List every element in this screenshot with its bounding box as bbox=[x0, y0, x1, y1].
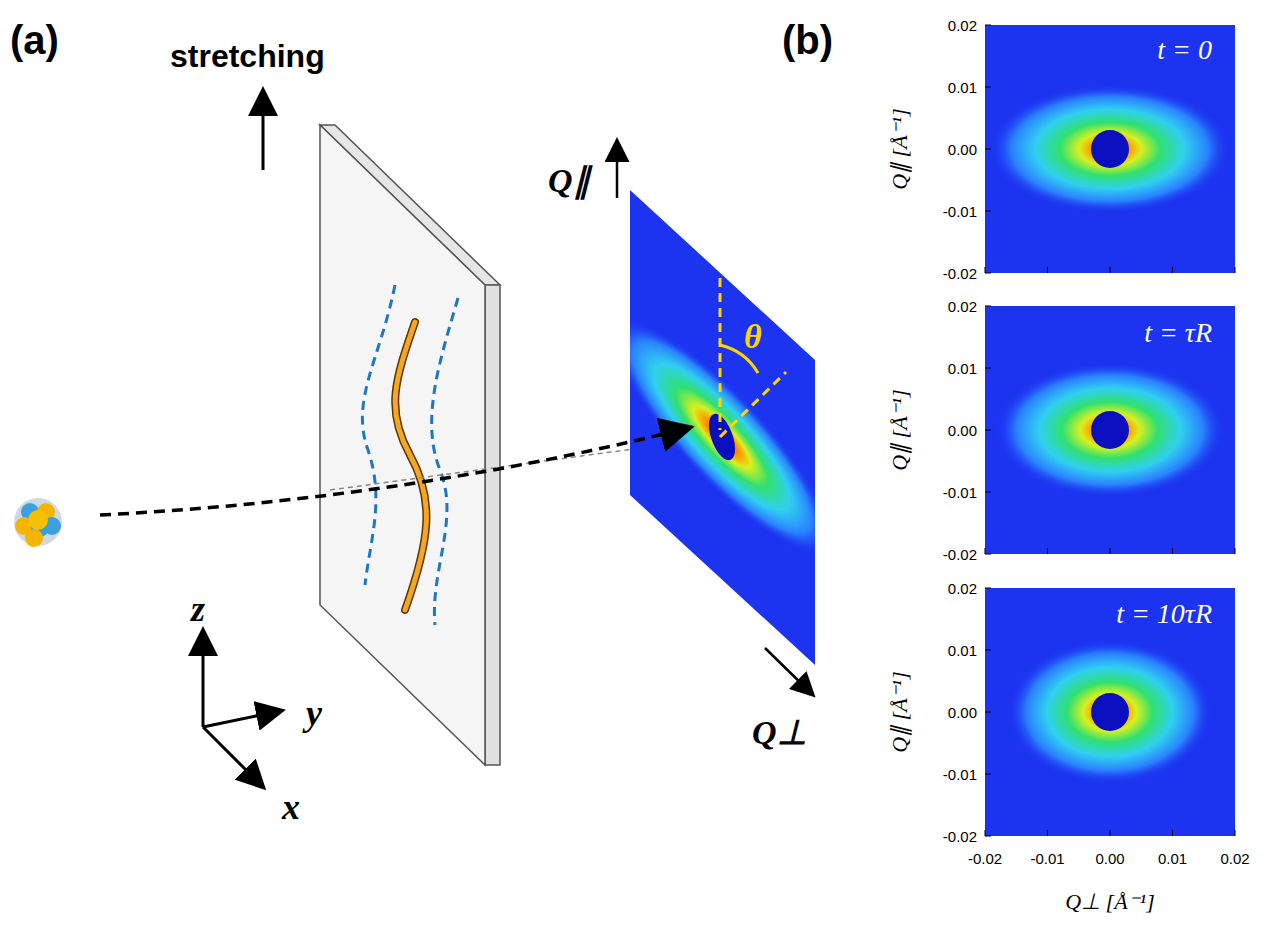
scattering-panel bbox=[985, 25, 1235, 273]
tick-label: 0.01 bbox=[948, 642, 977, 659]
text-label: Q∥ bbox=[548, 160, 590, 200]
tick-label: 0.02 bbox=[1220, 850, 1249, 867]
text-label: (b) bbox=[782, 18, 833, 63]
tick-label: 0.00 bbox=[948, 422, 977, 439]
tick-label: -0.02 bbox=[943, 828, 977, 845]
tick-label: 0.01 bbox=[948, 79, 977, 96]
tick-label: -0.01 bbox=[943, 484, 977, 501]
axis-label: Q∥ [Å⁻¹] bbox=[887, 108, 913, 190]
tick-label: 0.01 bbox=[948, 360, 977, 377]
text-label: θ bbox=[744, 318, 762, 356]
axis-label: Q∥ [Å⁻¹] bbox=[887, 389, 913, 471]
tick-label: 0.00 bbox=[948, 141, 977, 158]
scattering-panel bbox=[985, 588, 1235, 836]
tick-label: 0.02 bbox=[948, 17, 977, 34]
text-label: y bbox=[306, 692, 322, 734]
tick-label: 0.02 bbox=[948, 580, 977, 597]
tick-label: -0.02 bbox=[943, 265, 977, 282]
scattering-panel bbox=[985, 306, 1235, 554]
tick-label: -0.01 bbox=[943, 766, 977, 783]
text-label: stretching bbox=[170, 38, 325, 75]
axis-label: Q∥ [Å⁻¹] bbox=[887, 671, 913, 753]
tick-label: 0.01 bbox=[1158, 850, 1187, 867]
tick-label: 0.00 bbox=[1095, 850, 1124, 867]
text-label: t = 0 bbox=[1157, 34, 1212, 66]
text-label: t = τR bbox=[1144, 317, 1212, 349]
tick-label: 0.02 bbox=[948, 298, 977, 315]
text-label: z bbox=[191, 588, 205, 630]
text-label: (a) bbox=[10, 18, 59, 63]
text-label: Q⊥ bbox=[752, 712, 807, 752]
tick-label: -0.02 bbox=[968, 850, 1002, 867]
axis-label: Q⊥ [Å⁻¹] bbox=[1065, 889, 1155, 915]
text-label: t = 10τR bbox=[1116, 598, 1212, 630]
text-label: x bbox=[282, 786, 300, 828]
tick-label: -0.01 bbox=[943, 203, 977, 220]
tick-label: -0.01 bbox=[1030, 850, 1064, 867]
tick-label: 0.00 bbox=[948, 704, 977, 721]
tick-label: -0.02 bbox=[943, 546, 977, 563]
